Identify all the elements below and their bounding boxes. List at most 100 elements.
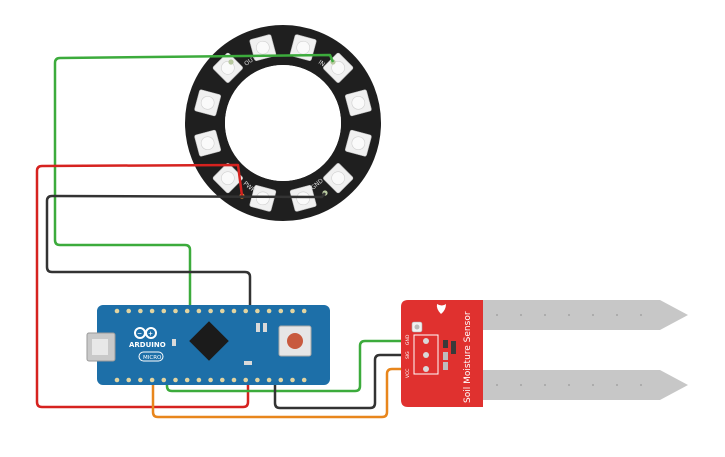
arduino-brand-label: ARDUINO [129,341,166,349]
sensor-probe-top-tip [660,300,688,330]
arduino-model-badge [138,351,164,362]
neopixel-led [212,163,243,194]
probe-dot [544,314,546,316]
probe-dot [616,384,618,386]
header-pin[interactable] [173,308,178,314]
header-pin[interactable] [114,308,120,314]
usb-port-inner [92,339,108,355]
wires [35,53,420,419]
sensor-pin-label-gnd: GND [405,334,411,345]
header-pin[interactable] [173,377,178,383]
header-pin[interactable] [231,308,237,314]
sensor-probe-dots [496,314,642,386]
arduino-logo-icon: − + [134,327,157,339]
header-pin[interactable] [149,377,155,383]
sensor-probe-bottom-tip [660,370,688,400]
mounting-hole-center [414,324,420,330]
header-pin[interactable] [220,377,225,383]
neopixel-led [345,89,372,117]
neopixel-led [194,89,221,117]
header-pin[interactable] [196,377,202,383]
probe-dot [592,384,594,386]
probe-dot [640,384,642,386]
wire-black-ring-ground[interactable] [45,192,326,305]
neopixel-led [323,163,354,194]
header-pin[interactable] [149,308,155,314]
svg-text:−: − [137,331,142,338]
arduino-header-bottom [114,377,307,383]
sensor-pin-label-vcc: VCC [405,369,411,378]
svg-text:+: + [148,331,153,338]
probe-dot [592,314,594,316]
sensor-pin-gnd[interactable] [423,352,429,358]
wire-red-ring-power[interactable] [35,163,250,409]
header-pin[interactable] [266,377,272,383]
probe-dot [520,314,522,316]
neopixel-led [194,129,221,157]
header-pin[interactable] [266,308,272,314]
header-pin[interactable] [196,308,202,314]
smd-component [263,323,267,332]
header-pin[interactable] [290,308,295,314]
header-pin[interactable] [243,377,248,383]
header-pin[interactable] [126,308,131,314]
header-pin[interactable] [161,377,167,383]
header-pin[interactable] [208,377,213,383]
microcontroller-chip [189,321,229,361]
wire-orange-sensor-vcc[interactable] [151,367,420,419]
soil-moisture-sensor: VCC SIG GND Soil Moisture Sensor [401,300,688,407]
sensor-label: Soil Moisture Sensor [463,311,473,403]
header-pin[interactable] [138,308,143,314]
arduino-micro: − + ARDUINO MICRO [86,305,330,385]
header-pin[interactable] [231,377,237,383]
sensor-transistor [443,340,448,348]
neopixel-ring-board [185,25,381,221]
sensor-pin-label-sig: SIG [405,351,411,359]
header-pin[interactable] [126,377,131,383]
header-pin[interactable] [278,377,284,383]
probe-dot [568,384,570,386]
reset-button[interactable] [287,333,303,349]
smd-component [244,361,252,365]
ring-pin-out[interactable] [228,59,234,65]
sensor-resistor [443,362,448,370]
header-pin[interactable] [138,377,143,383]
neopixel-led [249,34,277,61]
header-pin[interactable] [301,377,307,383]
wire-green-ring-data[interactable] [53,53,335,305]
neopixel-leds [194,34,372,212]
probe-dot [616,314,618,316]
sensor-pin-sig[interactable] [423,338,429,344]
header-pin[interactable] [290,377,295,383]
header-pin[interactable] [255,308,260,314]
header-pin[interactable] [220,308,225,314]
probe-dot [568,314,570,316]
header-pin[interactable] [161,308,167,314]
sensor-probe-top [483,300,660,330]
header-pin[interactable] [208,308,213,314]
header-pin[interactable] [255,377,260,383]
header-pin[interactable] [278,308,284,314]
header-pin[interactable] [114,377,120,383]
probe-dot [496,384,498,386]
probe-dot [640,314,642,316]
wire-black-sensor-ground[interactable] [273,353,420,410]
sensor-resistor [443,352,448,360]
sensor-transistor [451,341,456,354]
ring-pin-label-in: IN [317,59,326,68]
header-pin[interactable] [301,308,307,314]
neopixel-led [289,185,317,212]
probe-dot [520,384,522,386]
header-pin[interactable] [184,377,190,383]
sensor-pin-vcc[interactable] [423,366,429,372]
wire-green-sensor-signal[interactable] [165,339,420,393]
header-pin[interactable] [184,308,190,314]
header-pin[interactable] [243,308,248,314]
smd-component [256,323,260,332]
neopixel-ring: OUT IN GND PWR [185,25,381,221]
sensor-logo-icon [436,304,446,314]
neopixel-led [212,52,243,83]
neopixel-led [323,52,354,83]
